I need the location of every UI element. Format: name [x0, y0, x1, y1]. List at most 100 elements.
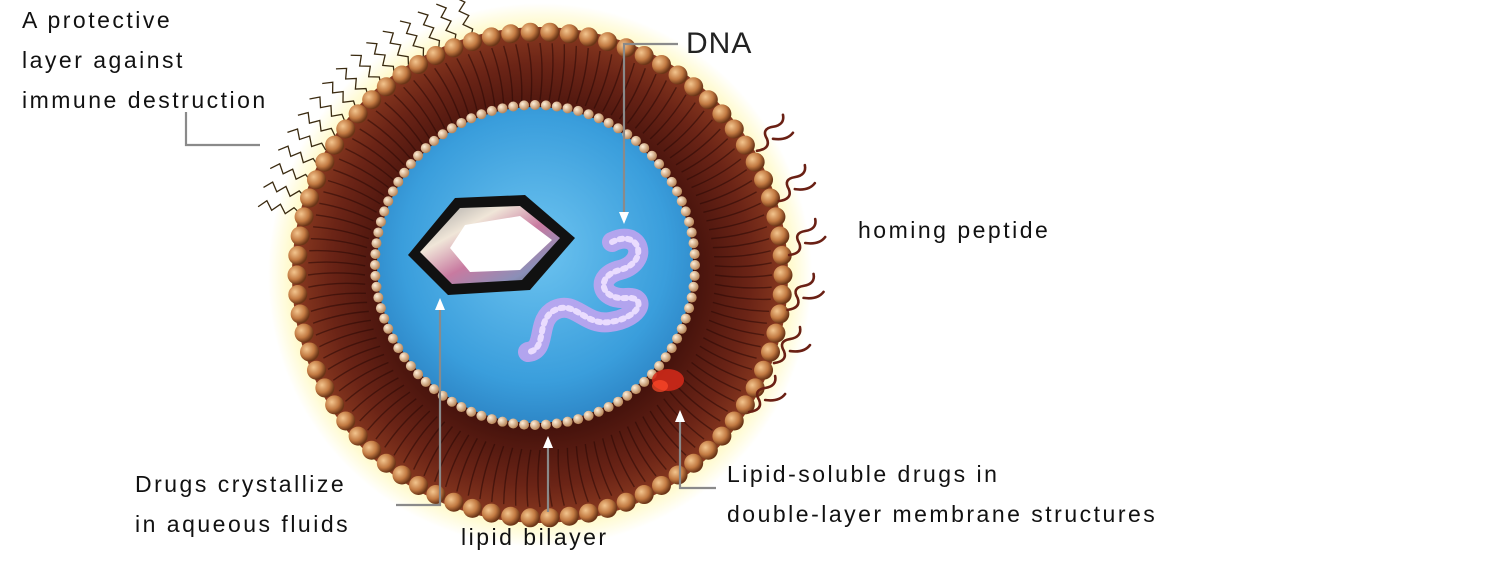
- lipid-head: [325, 395, 345, 415]
- lipid-head: [766, 207, 786, 227]
- lipid-head: [306, 360, 326, 380]
- homing-peptide-chain: [747, 374, 787, 414]
- inner-lipid-head: [371, 281, 382, 292]
- lipid-tail: [686, 148, 736, 181]
- lipid-tail: [642, 416, 677, 464]
- lipid-tail: [344, 369, 394, 402]
- label-protective-line-2: layer against: [22, 47, 185, 73]
- lipid-head: [766, 323, 786, 343]
- inner-lipid-head: [639, 376, 650, 387]
- lipid-head: [481, 27, 501, 47]
- inner-lipid-head: [680, 206, 691, 217]
- lipid-tail: [310, 238, 368, 249]
- lipid-tail: [593, 54, 613, 109]
- inner-lipid-head: [375, 303, 386, 314]
- inner-lipid-head: [375, 216, 386, 227]
- lipid-head: [698, 90, 718, 110]
- inner-lipid-head: [672, 186, 683, 197]
- lipid-tail: [503, 45, 514, 103]
- inner-lipid-head: [684, 216, 695, 227]
- lipid-tail: [413, 421, 446, 470]
- protective-chain: [350, 54, 382, 86]
- inner-lipid-head: [676, 323, 687, 334]
- inner-lipid-head: [413, 150, 424, 161]
- lipid-head: [376, 77, 396, 97]
- lipid-head: [668, 65, 688, 85]
- lipid-tail: [649, 410, 687, 456]
- inner-lipid-head: [540, 419, 551, 430]
- inner-lipid-head: [654, 360, 665, 371]
- inner-lipid-head: [613, 123, 624, 134]
- inner-lipid-head: [562, 103, 573, 114]
- lipid-head: [540, 508, 560, 528]
- lipid-tail: [602, 438, 624, 492]
- lipid-head: [426, 485, 446, 505]
- inner-lipid-head: [508, 101, 519, 112]
- lipid-head: [634, 485, 654, 505]
- lipid-tail: [626, 426, 657, 477]
- label-protective-line-3: immune destruction: [22, 87, 268, 113]
- lipid-head: [501, 24, 521, 44]
- lipid-tail: [367, 391, 411, 431]
- lipid-tail: [479, 443, 496, 500]
- protective-chain: [399, 20, 425, 57]
- lipid-tail: [413, 79, 446, 129]
- inner-lipid-head: [370, 270, 381, 281]
- label-lipid-soluble: Lipid-soluble drugs in double-layer memb…: [727, 454, 1157, 534]
- inner-lipid-head: [387, 186, 398, 197]
- lipid-head: [754, 170, 774, 190]
- inner-lipid-head: [684, 303, 695, 314]
- lipid-tail: [434, 67, 462, 120]
- lipid-head: [616, 492, 636, 512]
- inner-lipid-head: [672, 333, 683, 344]
- lipid-head: [724, 411, 744, 431]
- lipid-tail: [351, 138, 399, 173]
- lipid-head: [294, 207, 314, 227]
- inner-lipid-head: [379, 313, 390, 324]
- inner-lipid-head: [429, 384, 440, 395]
- lipid-tail: [695, 169, 748, 197]
- inner-lipid-head: [603, 117, 614, 128]
- protective-chain: [257, 199, 301, 215]
- lipid-head: [579, 503, 599, 523]
- lipid-head: [735, 395, 755, 415]
- inner-lipid-head: [562, 416, 573, 427]
- inner-lipid-head: [399, 167, 410, 178]
- homing-peptide-chain: [755, 113, 795, 153]
- lipid-head: [520, 22, 540, 42]
- label-dna: DNA: [686, 27, 753, 60]
- lipid-tail: [691, 158, 742, 189]
- label-lipid-soluble-line-1: Lipid-soluble drugs in: [727, 461, 1000, 487]
- lipid-tail: [706, 202, 761, 222]
- inner-lipid-head: [613, 396, 624, 407]
- homing-peptides: [747, 113, 827, 414]
- inner-lipid-head: [466, 406, 477, 417]
- inner-lipid-head: [540, 100, 551, 111]
- lipid-head: [559, 506, 579, 526]
- lipid-tail: [333, 169, 385, 197]
- lipid-head: [336, 119, 356, 139]
- lipid-head: [481, 503, 501, 523]
- lipid-tail: [618, 68, 646, 120]
- lipid-tail: [319, 202, 374, 222]
- lipid-tail: [515, 44, 523, 101]
- lipid-head: [348, 426, 368, 446]
- lipid-tail: [703, 191, 757, 213]
- lipid-tail: [575, 48, 589, 105]
- lipid-tail: [312, 310, 369, 324]
- lipid-tail: [456, 58, 478, 112]
- lipid-tail: [393, 410, 431, 456]
- lipid-head: [773, 265, 793, 285]
- protective-chain: [309, 96, 346, 123]
- lipid-head: [409, 55, 428, 75]
- inner-lipid-head: [593, 406, 604, 417]
- dna-strand: [518, 228, 649, 362]
- inner-lipid-head: [508, 418, 519, 429]
- lipid-tail: [527, 43, 533, 101]
- lipid-head: [444, 492, 464, 512]
- lipid-tail: [315, 319, 372, 336]
- lipid-tail: [491, 47, 505, 104]
- inner-lipid-head: [486, 105, 497, 116]
- lipid-tail: [708, 214, 765, 231]
- inner-lipid-head: [573, 105, 584, 116]
